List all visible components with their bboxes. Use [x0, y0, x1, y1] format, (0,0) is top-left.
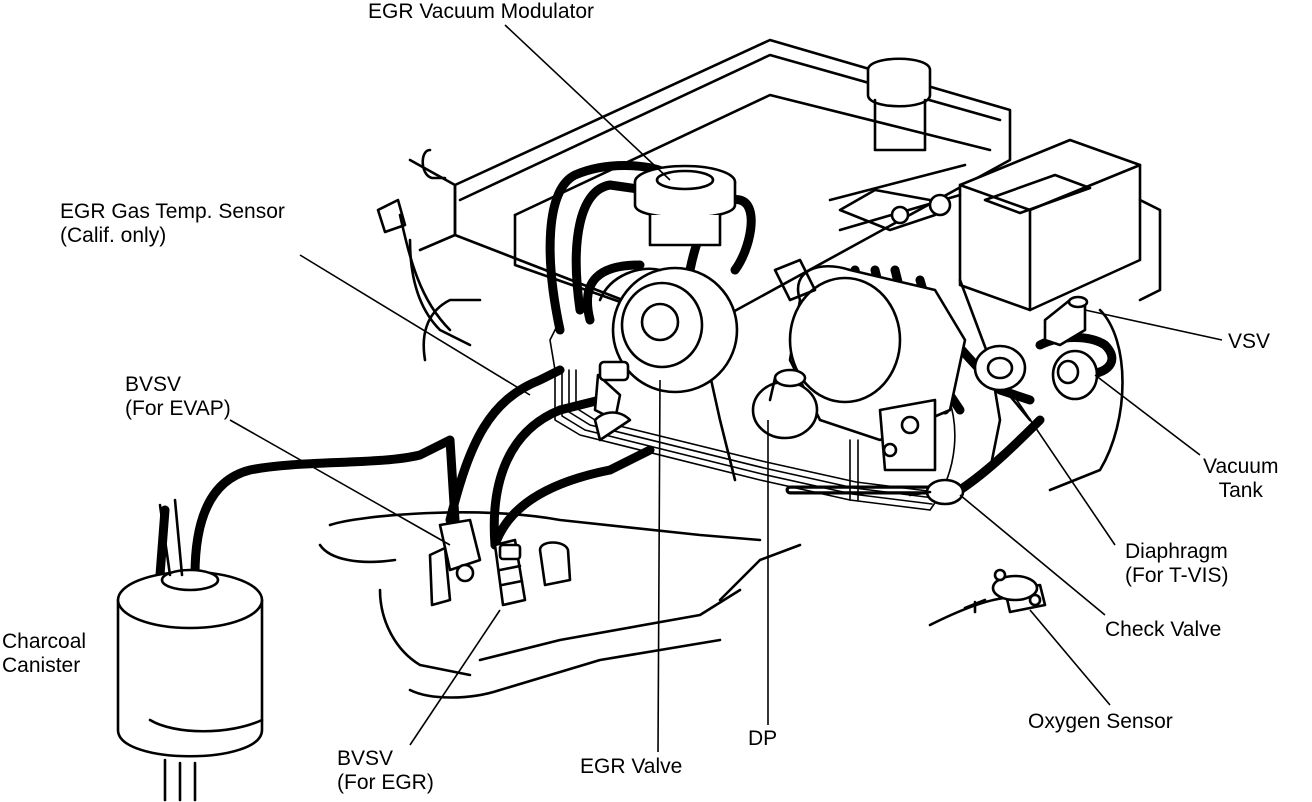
- oxygen-sensor: [928, 568, 1047, 627]
- vsv: [1043, 295, 1089, 347]
- bvsv-evap-body: [428, 518, 482, 607]
- label-check-valve: Check Valve: [1105, 618, 1222, 641]
- vacuum-tank: [1051, 349, 1099, 401]
- label-diaphragm-t-vis: Diaphragm (For T-VIS): [1125, 540, 1229, 587]
- diaphragm-t-vis: [973, 344, 1032, 422]
- label-egr-gas-temp-sensor: EGR Gas Temp. Sensor (Calif. only): [60, 200, 285, 247]
- check-valve: [908, 478, 965, 506]
- egr-vacuum-modulator: [633, 164, 737, 247]
- throttle-body: [773, 258, 967, 472]
- label-vacuum-tank: Vacuum Tank: [1203, 455, 1279, 502]
- label-egr-valve: EGR Valve: [580, 755, 683, 778]
- leader-lines: [229, 24, 1223, 753]
- label-bvsv-egr: BVSV (For EGR): [337, 747, 434, 794]
- label-dp: DP: [748, 727, 778, 750]
- egr-gas-temp-sensor-body: [538, 541, 572, 587]
- label-bvsv-evap: BVSV (For EVAP): [125, 373, 231, 420]
- dp-dashpot: [751, 368, 819, 440]
- label-charcoal-canister: Charcoal Canister: [2, 630, 87, 677]
- head-hardware: [376, 188, 952, 332]
- label-egr-vacuum-modulator: EGR Vacuum Modulator: [368, 0, 595, 23]
- charcoal-canister: [116, 498, 264, 802]
- label-oxygen-sensor: Oxygen Sensor: [1028, 710, 1173, 733]
- vacuum-tube-bundle: [549, 319, 956, 511]
- egr-valve: [593, 266, 739, 442]
- bvsv-egr-body: [493, 538, 527, 607]
- label-vsv: VSV: [1228, 330, 1271, 353]
